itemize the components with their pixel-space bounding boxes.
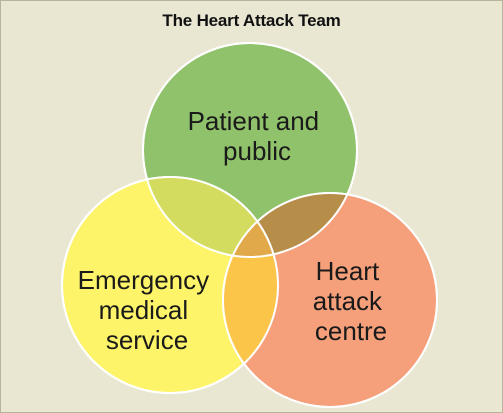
overlap-patient-centre [223, 193, 357, 257]
diagram-title: The Heart Attack Team [162, 11, 341, 30]
label-patient-and-public: Patient and public [188, 106, 327, 166]
circle-outlines [61, 42, 438, 408]
label-heart-attack-centre: Heart attack centre [313, 256, 390, 346]
label-emergency-medical-service: Emergency medical service [78, 265, 217, 355]
overlap-patient-ems [143, 177, 278, 257]
